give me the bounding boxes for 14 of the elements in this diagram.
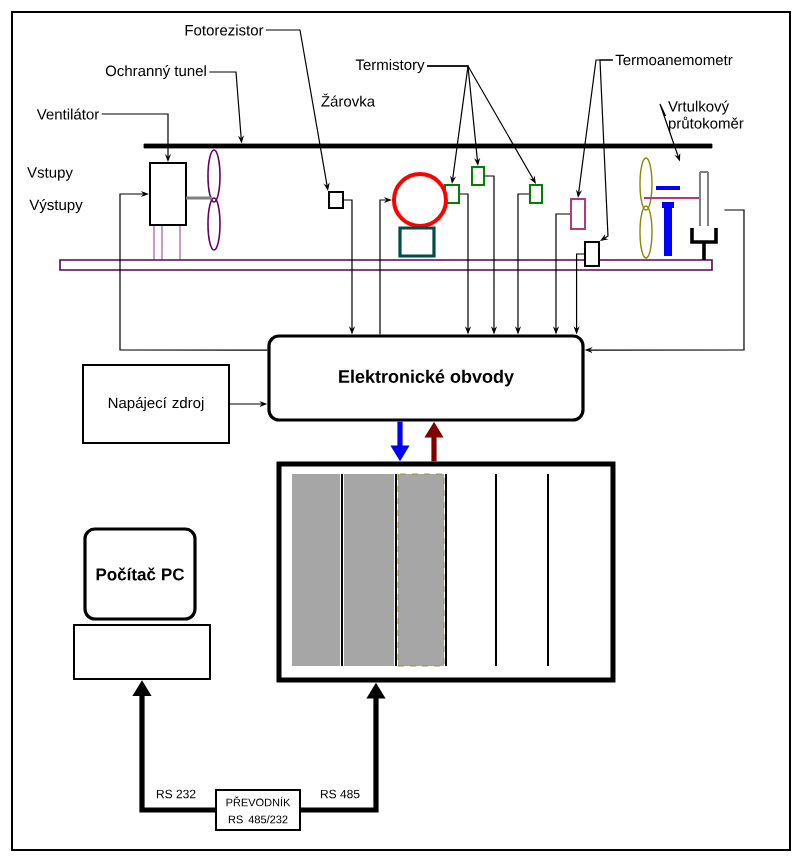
thermistor-box	[471, 166, 485, 186]
thermistor-box	[529, 184, 543, 204]
propeller-drawing	[639, 157, 718, 262]
bulb-circle	[392, 172, 448, 258]
anemometer-box	[584, 241, 600, 267]
computer-box: Počítač PC	[83, 527, 197, 621]
leader-line	[426, 65, 536, 184]
arrow	[119, 190, 268, 351]
circuit-box: Elektronické obvody	[267, 334, 585, 422]
monitor-box	[73, 624, 211, 680]
photoresistor-box	[328, 191, 344, 209]
plc-rack	[276, 461, 616, 683]
leader-line	[599, 59, 614, 241]
anemometer-box	[570, 198, 586, 230]
